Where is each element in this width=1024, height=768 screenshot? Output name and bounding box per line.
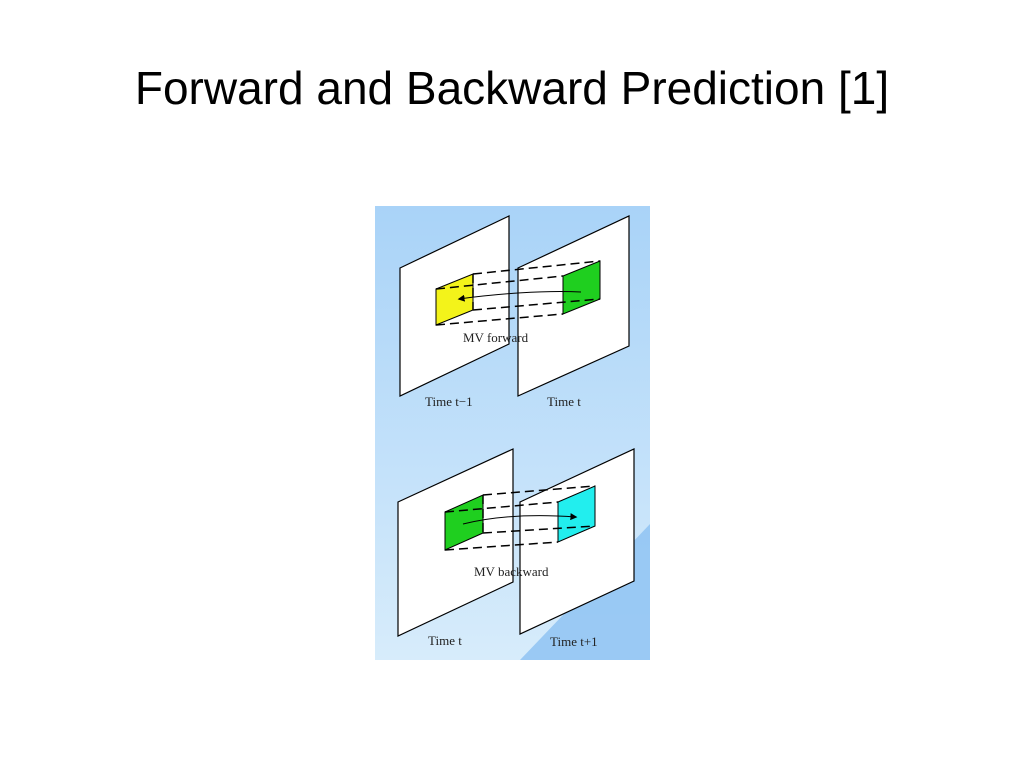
mv-backward-label: MV backward — [474, 564, 549, 579]
backward-prediction-group: MV backward Time t Time t+1 — [397, 448, 635, 649]
mv-forward-arrow — [457, 290, 582, 302]
slide-title: Forward and Backward Prediction [1] — [134, 62, 890, 114]
label-time-t-plus-1: Time t+1 — [550, 634, 598, 649]
forward-prism-edges — [435, 260, 601, 326]
backward-prism-edges — [444, 485, 596, 551]
mv-backward-arrow — [462, 513, 578, 525]
label-time-t-bottom: Time t — [428, 633, 462, 648]
prediction-figure: MV forward Time t−1 Time t — [375, 206, 650, 660]
label-time-t-minus-1: Time t−1 — [425, 394, 473, 409]
frame-time-t-plus-1 — [519, 448, 635, 635]
prediction-diagram: MV forward Time t−1 Time t — [375, 206, 650, 660]
forward-prediction-group: MV forward Time t−1 Time t — [399, 215, 630, 409]
label-time-t-top: Time t — [547, 394, 581, 409]
mv-forward-label: MV forward — [463, 330, 529, 345]
